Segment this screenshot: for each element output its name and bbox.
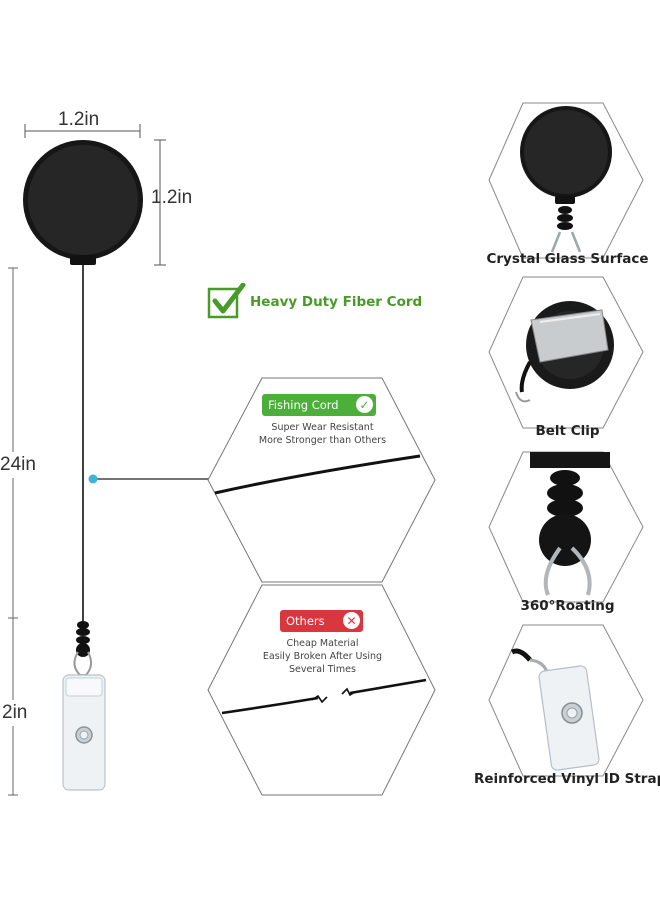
feature-label-360-rotating: 360°Roating: [520, 598, 615, 614]
heavy-duty-label: Heavy Duty Fiber Cord: [250, 294, 423, 310]
feature-label-crystal-glass: Crystal Glass Surface: [486, 251, 649, 267]
badge-reel-disc: [23, 140, 143, 265]
cord-connector-icon: [73, 621, 92, 676]
fishing-cord-description: Super Wear Resistant More Stronger than …: [240, 421, 405, 447]
cross-icon: ✕: [343, 612, 360, 629]
others-cord-panel: [207, 584, 436, 796]
others-line3: Several Times: [289, 664, 356, 675]
feature-label-vinyl-strap: Reinforced Vinyl ID Strap: [474, 771, 660, 787]
belt-clip-icon: [515, 301, 614, 403]
others-description: Cheap Material Easily Broken After Using…: [240, 637, 405, 676]
height-dimension-line: [154, 139, 166, 266]
others-badge-label: Others: [286, 614, 325, 628]
fishing-cord-badge-label: Fishing Cord: [268, 398, 339, 412]
vinyl-strap: [62, 674, 106, 791]
others-badge: Others ✕: [280, 610, 363, 632]
others-line2: Easily Broken After Using: [262, 651, 383, 662]
fishing-cord-panel: [207, 377, 436, 583]
fishing-cord-line1: Super Wear Resistant: [271, 422, 374, 433]
fishing-cord-line2: More Stronger than Others: [258, 435, 387, 446]
badge-width-label: 1.2in: [58, 109, 100, 130]
fishing-cord-badge: Fishing Cord ✓: [262, 394, 376, 416]
width-dimension-line: [24, 124, 141, 138]
strap-length-label: 2in: [2, 700, 28, 726]
badge-reel-front-icon: [520, 106, 612, 253]
checkmark-icon: ✓: [356, 396, 373, 413]
swivel-joint-icon: [530, 452, 610, 596]
vinyl-strap-icon: [510, 648, 600, 771]
cord-length-label: 24in: [0, 452, 36, 478]
others-line1: Cheap Material: [286, 638, 359, 649]
feature-label-belt-clip: Belt Clip: [535, 423, 600, 439]
check-icon: [207, 283, 246, 319]
badge-height-label: 1.2in: [151, 187, 193, 208]
callout-dot: [88, 474, 98, 484]
